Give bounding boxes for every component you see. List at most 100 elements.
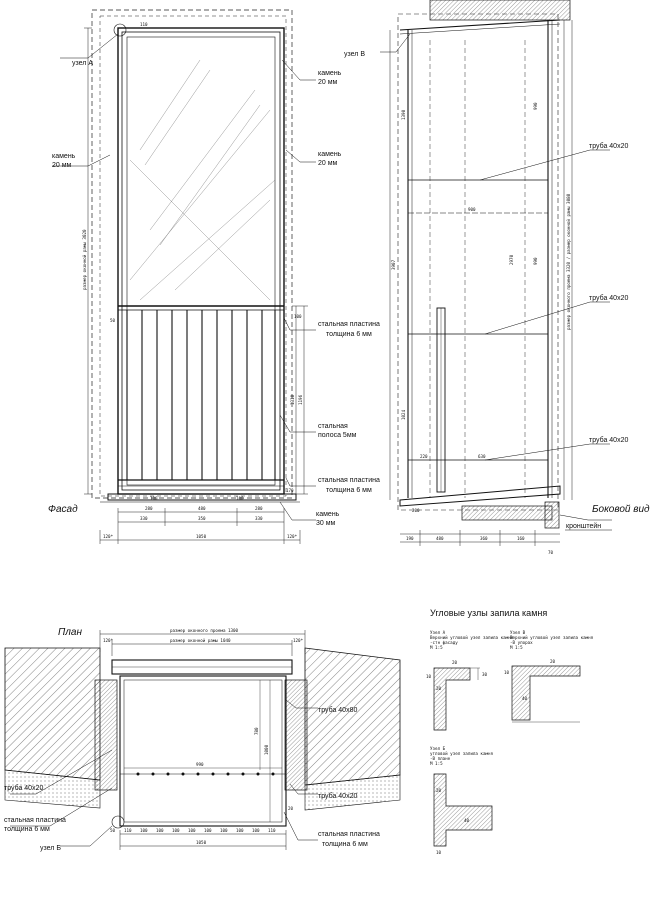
- side-node-v-label: узел В: [344, 51, 365, 58]
- corner-node-b: Узел Б угловой узел запила камня -В план…: [430, 746, 494, 855]
- plan-dim-side-1: 20: [288, 806, 294, 811]
- plan-dim-b1: 100: [140, 828, 148, 833]
- facade-dim-r2-1: 350: [198, 516, 206, 521]
- side-dim-4: 990: [533, 257, 538, 265]
- corner-nodes: Угловые узлы запила камня Узел А Верхний…: [426, 608, 594, 855]
- corner-v-line1: Верхний угловой узел запила камня: [510, 635, 594, 640]
- facade-vertical-dim: размер оконной рамы 3020: [82, 229, 87, 290]
- plan-dim-b0: 110: [124, 828, 132, 833]
- corner-title: Угловые узлы запила камня: [430, 608, 547, 618]
- facade-steel-plate-1b: толщина 6 мм: [326, 331, 372, 338]
- corner-v-line0: Узел В: [510, 630, 526, 635]
- corner-v-line2: -В упорах: [510, 640, 533, 645]
- facade-dim-r2-0: 330: [140, 516, 148, 521]
- facade-dim-r1-0: 280: [145, 506, 153, 511]
- side-dim-5: 1390: [401, 109, 406, 120]
- corner-v-dim0: 10: [504, 670, 510, 675]
- side-dim-11: 480: [436, 536, 444, 541]
- side-dim-1: 990: [533, 102, 538, 110]
- facade-stone20-right-mid-1: камень: [318, 151, 342, 158]
- facade-dim-side-2: 100: [294, 314, 302, 319]
- side-pipe3-label: труба 40х20: [589, 436, 628, 444]
- facade-steel-strip-b: полоса 5мм: [318, 432, 357, 439]
- plan-node-b: узел Б: [40, 845, 61, 852]
- corner-node-a: Узел А Верхний угловой узел запила камня…: [426, 630, 514, 731]
- facade-stone20-right-top-1: камень: [318, 70, 342, 77]
- plan-steel-left-b: толщина 6 мм: [4, 826, 50, 833]
- side-dim-3: 2970: [509, 254, 514, 265]
- facade-dim-r1-1: 480: [198, 506, 206, 511]
- side-dim-0: 3907: [391, 259, 396, 270]
- corner-b-dim2: 10: [436, 850, 442, 855]
- plan-opening-dim: размер оконного проема 1300: [170, 628, 239, 633]
- side-dim-8: 220: [420, 454, 428, 459]
- facade-dim-side-0: 1310: [290, 394, 295, 405]
- facade-stone20-left-label-2: 20 мм: [52, 162, 72, 169]
- facade-dim-side-1: 1196: [298, 394, 303, 405]
- corner-a-line3: М 1:5: [430, 645, 443, 650]
- corner-v-dim1: 40: [522, 696, 528, 701]
- side-dim-14: 190: [406, 536, 414, 541]
- side-dim-12: 160: [517, 536, 525, 541]
- side-title: Боковой вид: [592, 504, 650, 515]
- side-dim-9: 200: [412, 508, 420, 513]
- side-dim-2: 900: [468, 207, 476, 212]
- side-vertical-dim: размер оконного проема 3320 / размер око…: [566, 193, 571, 330]
- plan-dim-b7: 100: [236, 828, 244, 833]
- side-view: узел В труба 40х20 труба 40х20 труба 40х…: [344, 0, 650, 555]
- facade-dim-small-1: 110: [140, 22, 148, 27]
- plan-steel-right-b: толщина 6 мм: [322, 841, 368, 848]
- corner-b-line0: Узел Б: [430, 746, 446, 751]
- plan-title: План: [58, 627, 82, 638]
- corner-v-dim2: 20: [550, 659, 556, 664]
- side-pipe1-label: труба 40х20: [589, 142, 628, 150]
- facade-steel-strip-a: стальная: [318, 423, 348, 430]
- side-dim-13: 70: [548, 550, 554, 555]
- corner-a-line2: -стн фасаду: [430, 640, 458, 645]
- plan-dim-inner: 990: [196, 762, 204, 767]
- plan-frame-dim: размер оконной рамы 1040: [170, 638, 231, 643]
- plan-pipe-40x80: труба 40х80: [318, 706, 357, 714]
- plan-pipe-left: труба 40х20: [4, 784, 43, 792]
- corner-b-dim0: 40: [464, 818, 470, 823]
- corner-b-line1: угловой узел запила камня: [430, 751, 494, 756]
- facade-stone20-right-top-2: 20 мм: [318, 79, 338, 86]
- corner-a-dim2: 30: [482, 672, 488, 677]
- plan-dim-top-left: 120*: [103, 638, 114, 643]
- plan-dim-b2: 100: [156, 828, 164, 833]
- corner-a-line0: Узел А: [430, 630, 446, 635]
- facade-dim-r1-2: 280: [255, 506, 263, 511]
- side-bracket-label: кронштейн: [566, 522, 601, 530]
- corner-a-dim0: 10: [426, 674, 432, 679]
- plan-dim-b8: 100: [252, 828, 260, 833]
- facade-stone30-a: камень: [316, 511, 340, 518]
- facade-dim-small-0: 50: [110, 318, 116, 323]
- facade-dim-ov-2: 120*: [287, 534, 298, 539]
- plan-dim-overall: 1050: [196, 840, 207, 845]
- plan-dim-b6: 100: [220, 828, 228, 833]
- corner-b-line2: -В плане: [430, 756, 451, 761]
- corner-a-dim1: 20: [452, 660, 458, 665]
- plan-dim-depth: 780: [254, 727, 259, 735]
- facade-stone30-b: 30 мм: [316, 520, 336, 527]
- plan-dim-b4: 100: [188, 828, 196, 833]
- facade-title: Фасад: [48, 504, 78, 515]
- plan-steel-right-a: стальная пластина: [318, 831, 380, 838]
- facade-stone20-left-label-1: камень: [52, 153, 76, 160]
- facade-dim-ov-1: 1050: [196, 534, 207, 539]
- plan-dim-b9: 110: [268, 828, 276, 833]
- facade-dim-r2-2: 330: [255, 516, 263, 521]
- facade-steel-plate-1a: стальная пластина: [318, 321, 380, 328]
- plan-pipe-right: труба 40х20: [318, 792, 357, 800]
- side-dim-10: 360: [480, 536, 488, 541]
- corner-a-dim3: 20: [436, 686, 442, 691]
- plan-dim-side-0: 50: [110, 828, 116, 833]
- plan-dim-depth2: 1000: [264, 744, 269, 755]
- facade-dim-side-3: 170: [286, 488, 294, 493]
- side-pipe2-label: труба 40х20: [589, 294, 628, 302]
- facade-view: узел А камень 20 мм камень 20 мм камень …: [48, 9, 380, 544]
- plan-dim-b3: 100: [172, 828, 180, 833]
- side-dim-6: 1024: [401, 409, 406, 420]
- facade-node-a-label: узел А: [72, 60, 93, 67]
